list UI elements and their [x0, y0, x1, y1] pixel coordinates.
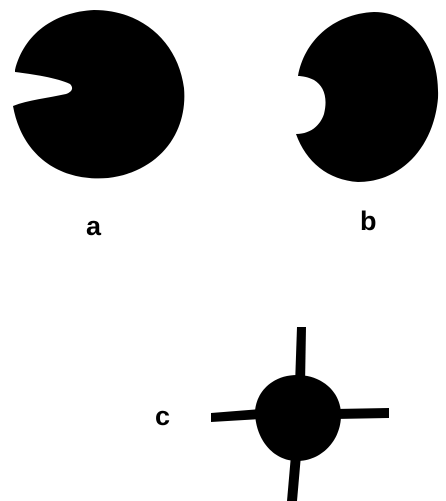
figure-c-disc — [255, 375, 341, 461]
label-c: c — [155, 403, 170, 430]
figure-c-spoke-left — [211, 409, 261, 422]
figure-b-shape — [296, 12, 438, 182]
figure-a-shape — [13, 10, 184, 178]
figure-b-bitten-disc — [288, 2, 446, 187]
figure-a-notched-disc — [8, 2, 193, 187]
figure-c-spoked-disc — [205, 325, 395, 501]
label-a: a — [86, 213, 101, 240]
figure-c-spoke-bottom — [287, 455, 301, 501]
label-b: b — [360, 208, 377, 235]
figure-c-spoke-right — [335, 408, 389, 419]
